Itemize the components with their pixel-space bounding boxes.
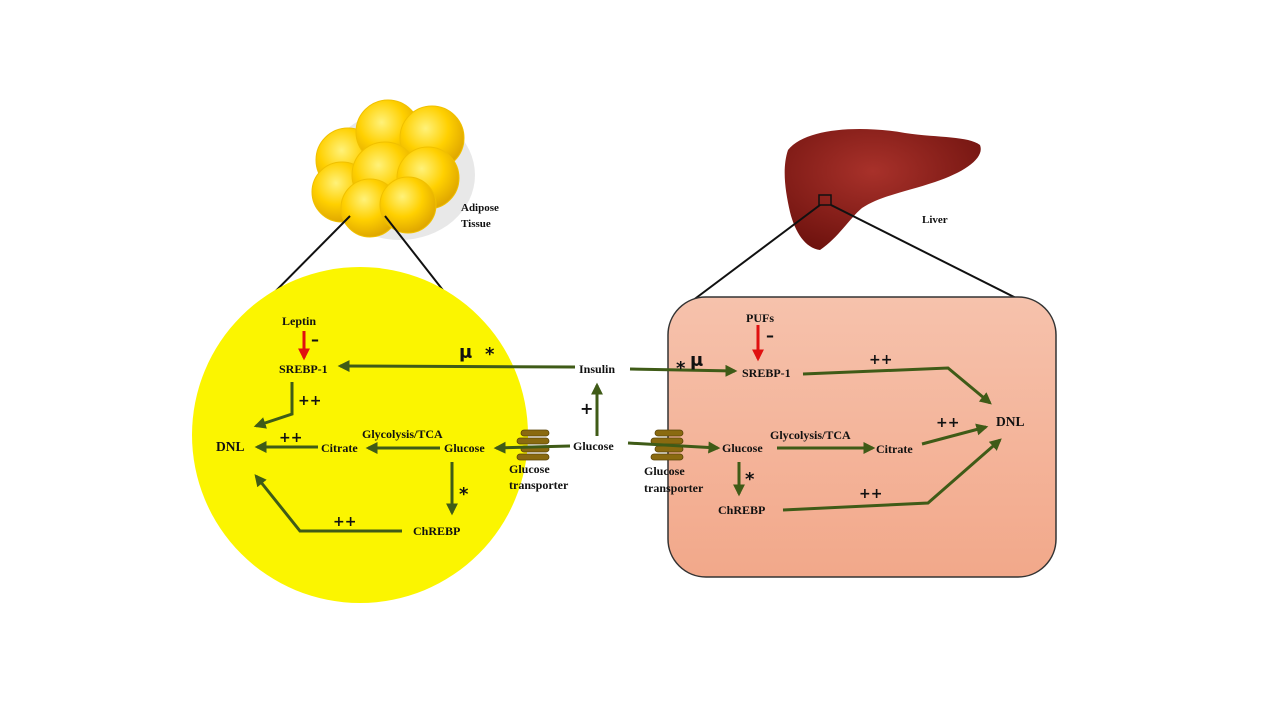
adipose-insulin-mu-symbol: μ	[459, 342, 472, 363]
insulin-label: Insulin	[579, 362, 615, 376]
transporter-right-label-line2: transporter	[644, 481, 704, 495]
adipose-srebp1-label: SREBP-1	[279, 362, 328, 376]
liver-srebp1-label: SREBP-1	[742, 366, 791, 380]
liver-citrate-dnl-plusplus: ++	[936, 415, 959, 431]
adipose-cell	[192, 267, 528, 603]
liver-chrebp-asterisk: *	[745, 469, 755, 490]
adipose-chrebp-asterisk: *	[459, 484, 469, 505]
adipose-glucose-label: Glucose	[444, 441, 485, 455]
zoom-line-liver-right	[830, 204, 1021, 301]
liver-srebp-dnl-plusplus: ++	[869, 352, 892, 368]
liver-insulin-mu-symbol: μ	[690, 350, 703, 371]
adipose-dnl-label: DNL	[216, 439, 245, 454]
liver-chrebp-dnl-plusplus: ++	[859, 486, 882, 502]
liver-pufs-minus-symbol: –	[766, 326, 774, 345]
liver-dnl-label: DNL	[996, 414, 1025, 429]
liver-glucose-label: Glucose	[722, 441, 763, 455]
adipose-leptin-label: Leptin	[282, 314, 316, 328]
zoom-line-liver-left	[687, 204, 821, 305]
liver-icon	[784, 128, 981, 250]
adipose-chrebp-dnl-plusplus: ++	[333, 514, 356, 530]
liver-zoom-box	[818, 194, 832, 206]
adipose-glycolysis-label: Glycolysis/TCA	[362, 427, 443, 441]
liver-label: Liver	[922, 214, 948, 226]
adipose-insulin-asterisk: *	[485, 344, 495, 365]
adipose-tissue-label-line2: Tissue	[461, 218, 491, 230]
liver-pufs-label: PUFs	[746, 311, 774, 325]
adipose-chrebp-label: ChREBP	[413, 524, 460, 538]
glucose-insulin-plus-symbol: +	[580, 399, 593, 418]
adipose-tissue-label: Adipose	[461, 202, 499, 214]
liver-chrebp-label: ChREBP	[718, 503, 765, 517]
pathway-arrows	[253, 325, 1002, 533]
transporter-left-label: Glucose	[509, 462, 550, 476]
adipose-tissue-icon	[311, 99, 475, 240]
transporter-right-label: Glucose	[644, 464, 685, 478]
liver-cell	[667, 296, 1057, 578]
glucose-center-label: Glucose	[573, 439, 614, 453]
adipose-srebp-dnl-plusplus: ++	[298, 393, 321, 409]
liver-glycolysis-label: Glycolysis/TCA	[770, 428, 851, 442]
liver-citrate-label: Citrate	[876, 442, 913, 456]
transporter-left-label-line2: transporter	[509, 478, 569, 492]
liver-insulin-asterisk: *	[676, 358, 686, 379]
glucose-transporter-right-icon	[650, 429, 684, 461]
adipose-leptin-minus-symbol: –	[311, 330, 319, 349]
adipose-citrate-label: Citrate	[321, 441, 358, 455]
adipose-citrate-dnl-plusplus: ++	[279, 430, 302, 446]
